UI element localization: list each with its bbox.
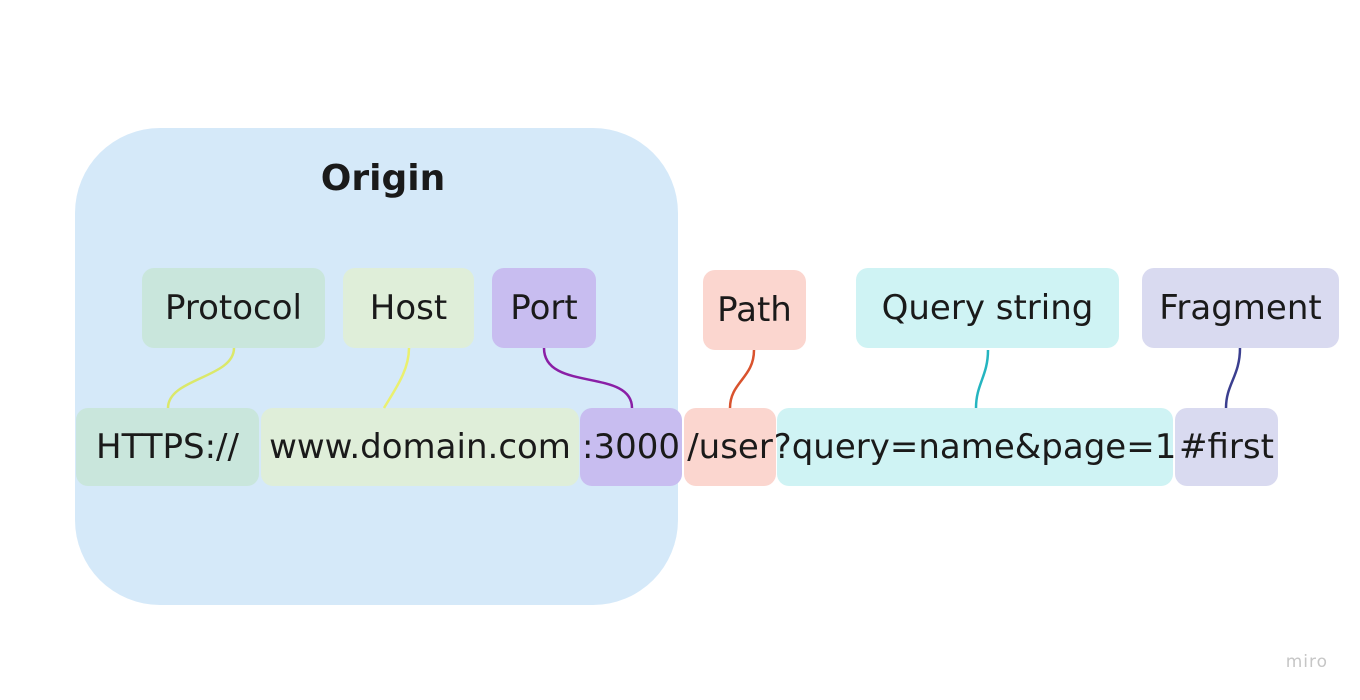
url-host-segment: www.domain.com — [261, 408, 579, 486]
port-label: Port — [492, 268, 596, 348]
path-label: Path — [703, 270, 806, 350]
protocol-label: Protocol — [142, 268, 325, 348]
host-connector — [382, 347, 411, 409]
fragment-connector — [1224, 347, 1242, 409]
origin-group — [75, 128, 678, 605]
url-port-segment: :3000 — [580, 408, 682, 486]
fragment-label: Fragment — [1142, 268, 1339, 348]
url-protocol-segment: HTTPS:// — [76, 408, 259, 486]
url-path-segment: /user — [684, 408, 776, 486]
host-label: Host — [343, 268, 474, 348]
query-string-connector — [974, 349, 990, 409]
url-fragment-segment: #first — [1175, 408, 1278, 486]
origin-title: Origin — [320, 158, 446, 199]
query-string-label: Query string — [856, 268, 1119, 348]
miro-logo: miro — [1285, 652, 1328, 672]
protocol-connector — [166, 347, 236, 409]
url-query-segment: ?query=name&page=1 — [774, 408, 1176, 486]
path-connector — [728, 349, 756, 409]
port-connector — [542, 347, 634, 409]
